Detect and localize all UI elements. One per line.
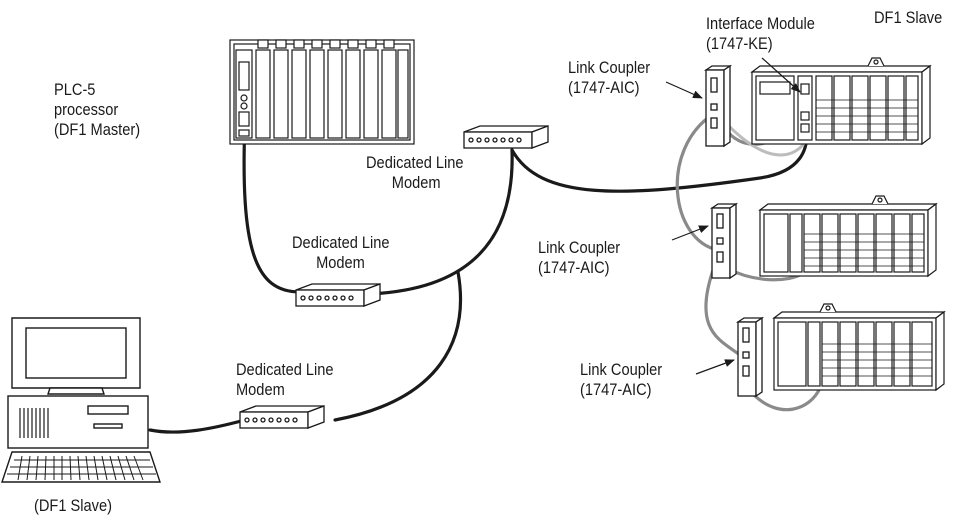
label-modem-mid: Dedicated Line Modem [292,233,390,273]
rack3-slots [821,321,933,387]
cable-modem-mid-to-modem-top [366,148,514,296]
cable-aic2-to-aic3 [704,260,742,357]
slc-rack-2 [758,195,938,278]
arrow-interface-module [761,57,801,93]
label-link-coupler-2-line2: (1747-AIC) [538,258,610,277]
cable-aic3-to-rack3 [752,386,822,412]
plc5-handles [257,39,395,49]
label-link-coupler-1-line1: Link Coupler [568,58,651,77]
label-plc5: PLC-5 processor (DF1 Master) [54,80,140,140]
slc-rack-3 [772,303,946,392]
label-link-coupler-3-line1: Link Coupler [580,360,663,379]
label-link-coupler-1: Link Coupler (1747-AIC) [568,58,650,98]
label-plc5-line3: (DF1 Master) [54,120,141,139]
cable-modem-bottom-branch [333,270,463,422]
label-df1-slave: DF1 Slave [874,8,943,27]
cables [148,108,822,434]
cable-plc-to-modem-mid [242,118,302,294]
leader-arrows [665,57,801,375]
label-modem-bottom-line1: Dedicated Line [236,360,334,379]
label-modem-bottom-line2: Modem [236,380,285,399]
label-link-coupler-3-line2: (1747-AIC) [580,380,652,399]
personal-computer [1,317,161,483]
arrow-link-coupler-1 [665,81,703,99]
link-coupler-2 [709,202,739,280]
label-modem-mid-line1: Dedicated Line [292,233,390,252]
system-unit-icon [7,395,149,449]
modem-bottom [239,405,325,429]
label-modem-bottom: Dedicated Line Modem [236,360,334,400]
cable-modem-top-to-slave [510,123,809,193]
label-modem-top-line2: Modem [391,173,441,192]
label-interface-module-line2: (1747-KE) [706,34,773,53]
label-link-coupler-2: Link Coupler (1747-AIC) [538,238,620,278]
keyboard-icon [1,451,161,483]
label-plc5-line1: PLC-5 [54,80,96,99]
label-pc: (DF1 Slave) [34,496,112,515]
plc5-chassis [229,39,415,145]
link-coupler-1 [703,64,733,148]
modem-mid [295,283,381,307]
modem-top [463,125,549,149]
label-interface-module-line1: Interface Module [706,14,815,33]
label-interface-module: Interface Module (1747-KE) [706,14,815,54]
monitor-icon [11,317,141,395]
label-modem-top-line1: Dedicated Line [366,153,464,172]
rack2-slots [803,213,925,273]
label-link-coupler-3: Link Coupler (1747-AIC) [580,360,662,400]
arrow-link-coupler-2 [671,225,709,241]
label-plc5-line2: processor [54,100,119,119]
cable-pc-to-modem-bottom [148,418,247,434]
cable-aic1-to-aic2 [675,113,720,252]
link-coupler-3 [735,316,765,398]
label-modem-top: Dedicated Line Modem [366,153,464,193]
arrow-link-coupler-3 [695,359,735,375]
label-link-coupler-2-line1: Link Coupler [538,238,621,257]
label-link-coupler-1-line2: (1747-AIC) [568,78,640,97]
plc5-slots [255,49,409,139]
slc-rack-1 [750,57,932,146]
label-modem-mid-line2: Modem [316,253,365,272]
